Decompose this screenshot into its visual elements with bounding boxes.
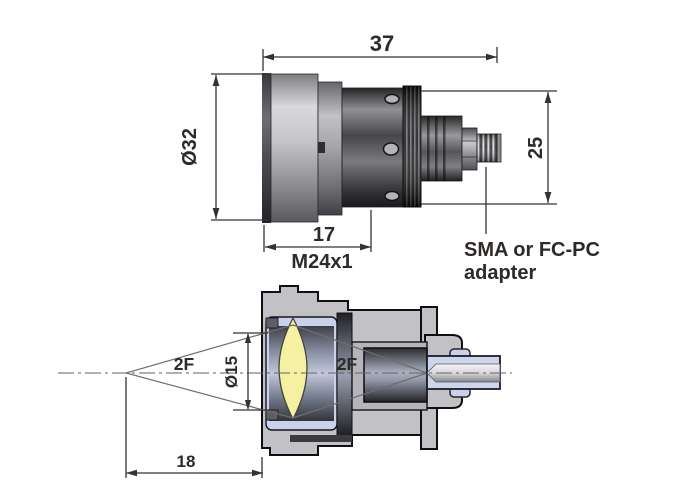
thread-groove: [290, 435, 352, 442]
cross-section-view: Ø15 18 2F 2F: [58, 285, 512, 478]
dim-rear-height: 25: [421, 90, 557, 205]
dim-lens-diameter: Ø15: [222, 332, 268, 411]
set-screw-top: [384, 93, 400, 105]
adapter-label-line1: SMA or FC-PC: [464, 239, 600, 261]
focal-label-left: 2F: [174, 354, 195, 374]
ferrule-cavity: [363, 347, 428, 403]
dim-lens-diameter-label: Ø15: [222, 356, 241, 388]
dim-front-length: 17 M24x1: [263, 210, 372, 273]
thread-spec-label: M24x1: [291, 251, 352, 273]
dim-rear-height-label: 25: [525, 137, 547, 159]
set-screw-middle: [382, 142, 400, 156]
set-screw-bottom: [384, 190, 400, 202]
dim-total-length-label: 37: [370, 31, 394, 56]
knurled-ring: [402, 85, 422, 208]
front-rim: [262, 73, 271, 223]
wide-bore: [336, 312, 353, 438]
collimator-body: [262, 73, 502, 223]
dim-focal-distance: 18: [125, 377, 263, 478]
flange-barrel: [270, 73, 319, 223]
hex-nut: [461, 127, 478, 171]
index-notch: [318, 142, 325, 153]
biconvex-lens: [278, 316, 308, 421]
sma-thread-stub: [476, 133, 502, 163]
focal-label-right: 2F: [337, 354, 358, 374]
adapter-label-line2: adapter: [464, 262, 536, 284]
adapter-callout: SMA or FC-PC adapter: [464, 167, 600, 284]
dim-body-diameter-label: Ø32: [179, 128, 201, 166]
dim-focal-distance-label: 18: [177, 452, 196, 471]
retainer-lip-bottom: [265, 409, 279, 421]
dim-body-diameter: Ø32: [179, 73, 268, 221]
side-view: 37 Ø32 25 17 M24x1: [179, 31, 600, 284]
rear-cylinder: [420, 115, 463, 182]
dim-front-length-label: 17: [313, 224, 335, 246]
dim-total-length: 37: [262, 31, 498, 71]
retainer-lip-top: [265, 317, 279, 329]
